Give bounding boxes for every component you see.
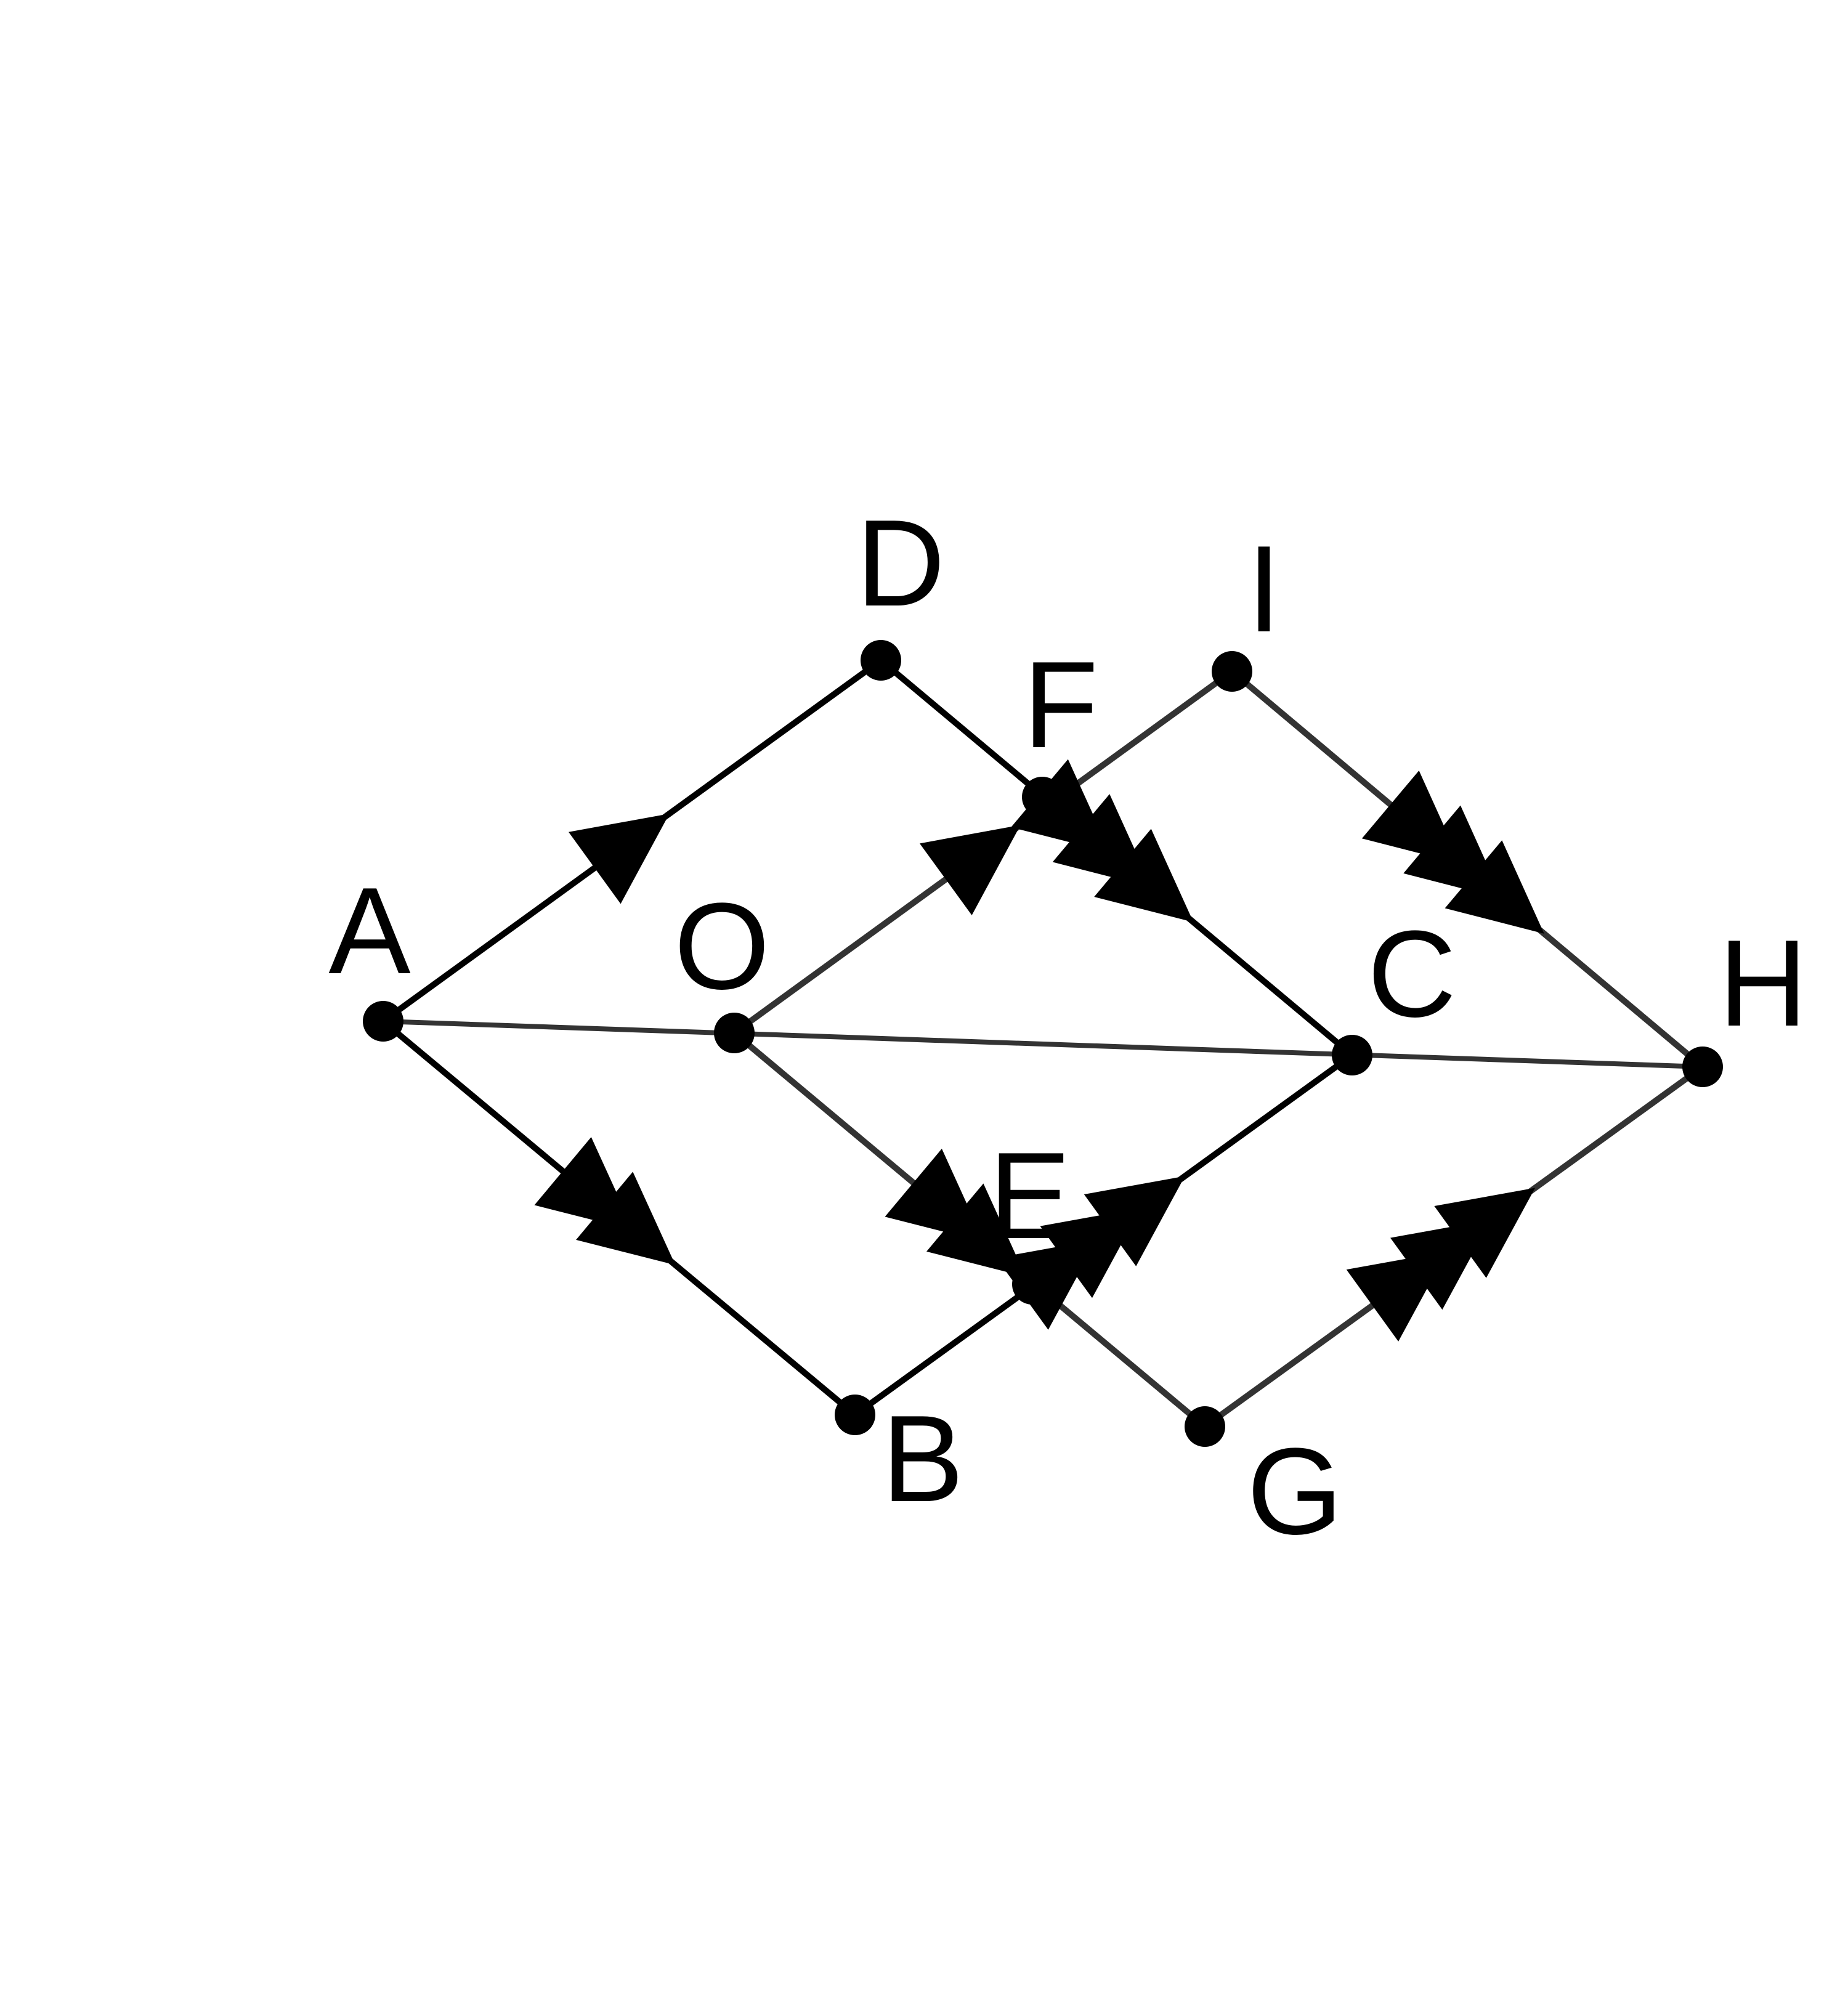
arrowhead-OI-1: [920, 825, 1021, 915]
arrowhead-AD-1: [569, 813, 670, 904]
points-layer: [363, 640, 1723, 1447]
point-I: [1212, 651, 1252, 692]
label-A: A: [328, 862, 411, 1000]
point-B: [835, 1395, 875, 1435]
point-O: [714, 1013, 755, 1053]
arrowhead-IH-3: [1445, 840, 1544, 934]
label-D: D: [856, 495, 945, 632]
point-E: [1012, 1264, 1053, 1305]
point-A: [363, 1001, 403, 1042]
label-C: C: [1368, 905, 1456, 1043]
point-G: [1185, 1406, 1225, 1447]
point-C: [1332, 1035, 1372, 1075]
arrows-layer: [534, 759, 1544, 1342]
label-B: B: [881, 1390, 963, 1528]
label-H: H: [1719, 915, 1807, 1052]
arrowhead-OG-2: [926, 1183, 1026, 1277]
label-F: F: [1023, 636, 1098, 774]
label-O: O: [674, 878, 770, 1015]
arrowhead-BC-3: [1084, 1176, 1185, 1266]
arrowhead-GH-3: [1434, 1188, 1536, 1278]
arrowhead-AB-2: [576, 1172, 676, 1265]
arrowhead-DC-3: [1094, 828, 1194, 923]
point-H: [1682, 1047, 1723, 1087]
labels-layer: A O DF I C H EB G: [328, 495, 1807, 1560]
label-G: G: [1247, 1423, 1343, 1560]
point-D: [861, 640, 901, 681]
point-F: [1022, 777, 1063, 817]
label-E: E: [989, 1127, 1071, 1265]
label-I: I: [1247, 520, 1281, 658]
segment-AH: [381, 1019, 1705, 1069]
